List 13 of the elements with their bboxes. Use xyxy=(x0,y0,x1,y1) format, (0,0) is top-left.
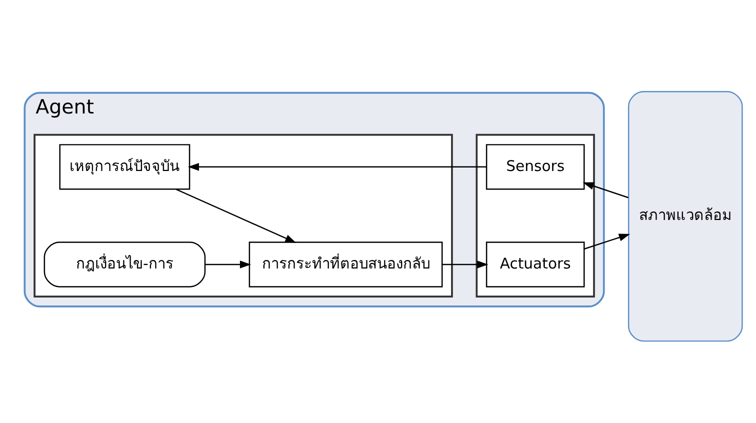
arrow xyxy=(175,188,296,242)
arrow xyxy=(204,260,251,268)
node-box: เหตุการณ์ปัจจุบัน xyxy=(58,144,190,190)
node-box: Actuators xyxy=(485,241,584,287)
arrow xyxy=(442,260,488,268)
node-box: สภาพแวดล้อม xyxy=(627,90,742,342)
node-box: การกระทำที่ตอบสนองกลับ xyxy=(248,241,442,287)
cluster xyxy=(33,133,452,298)
arrow xyxy=(582,182,628,198)
arrow xyxy=(584,233,630,249)
node-box: Sensors xyxy=(485,144,584,190)
arrow xyxy=(187,162,486,170)
node-box: กฎเงื่อนไข-การ xyxy=(43,241,206,287)
